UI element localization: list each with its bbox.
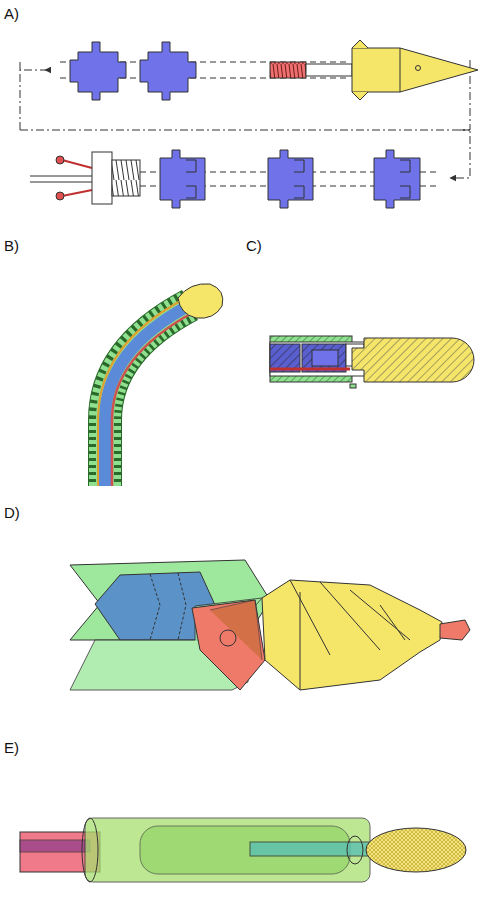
flute-line xyxy=(290,580,410,690)
panel-e-assembled xyxy=(20,818,466,882)
sheath-rim xyxy=(82,818,98,882)
pin-section xyxy=(312,350,338,366)
rod xyxy=(30,182,92,183)
drawing-part xyxy=(160,150,420,208)
tendon-wire xyxy=(62,160,92,168)
base-thread xyxy=(112,160,140,196)
rod-core xyxy=(20,840,90,852)
base-block xyxy=(92,152,112,204)
pin xyxy=(306,64,352,76)
shaft xyxy=(250,842,370,856)
sheath-wall xyxy=(105,305,190,486)
coupling xyxy=(347,836,363,864)
vertebra-segment xyxy=(140,42,196,100)
pin-hole xyxy=(220,630,236,646)
tip-edge xyxy=(400,48,401,92)
vertebra-chain xyxy=(105,305,190,486)
drill-tip-section xyxy=(352,338,474,382)
panel-b-bent-instrument xyxy=(98,284,223,486)
burr-tip xyxy=(366,828,466,872)
tendon-wire xyxy=(62,190,92,196)
drill-tip xyxy=(352,48,478,92)
tendon-wire xyxy=(112,312,194,486)
connector-block xyxy=(192,600,265,690)
segment-joint xyxy=(150,573,186,640)
assembly-path xyxy=(20,130,470,131)
drawing-part xyxy=(186,160,410,198)
panel-a-exploded-view xyxy=(20,40,478,208)
panel-label: C) xyxy=(246,238,262,253)
assembly-arrow xyxy=(45,70,50,71)
rod xyxy=(30,176,92,177)
connector-face xyxy=(210,600,262,660)
outer-sheath xyxy=(105,305,190,486)
panel-c-section xyxy=(270,336,474,388)
wire-knob xyxy=(56,156,64,164)
outer-sheath-edge xyxy=(105,305,190,486)
drawing-part xyxy=(70,42,196,100)
sheath-lip xyxy=(350,384,356,388)
segment-notch xyxy=(186,160,196,198)
tendon-wire xyxy=(98,298,186,486)
panel-label: A) xyxy=(4,6,19,21)
assembly-path xyxy=(450,130,470,178)
drill-tip xyxy=(178,284,223,318)
tendon-wire xyxy=(270,368,350,371)
wire-knob xyxy=(56,192,64,200)
segment-notch xyxy=(400,160,410,198)
tip-lug xyxy=(352,40,368,100)
vertebra-segment xyxy=(268,150,313,208)
assembly-path xyxy=(20,60,21,70)
panel-label: E) xyxy=(4,740,19,755)
tip-hole xyxy=(416,66,421,71)
vertebra-segment xyxy=(374,150,420,208)
outer-sheath xyxy=(85,818,370,882)
panel-label: D) xyxy=(4,505,20,520)
drill-bit xyxy=(262,580,442,690)
panel-label: B) xyxy=(4,238,19,253)
spring xyxy=(270,62,306,78)
pilot-tip xyxy=(440,620,470,640)
vertebra-segment xyxy=(160,150,205,208)
segment-notch xyxy=(294,160,304,198)
vertebra-segment xyxy=(70,42,126,100)
panel-d-tip-detail xyxy=(70,560,470,690)
